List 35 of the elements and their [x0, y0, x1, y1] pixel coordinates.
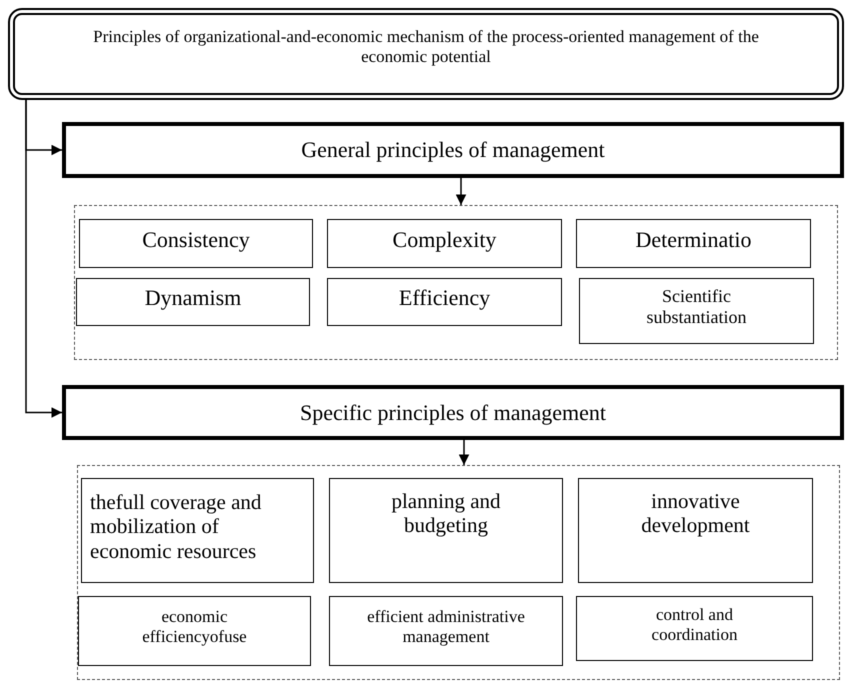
principle-box [329, 596, 563, 666]
box-text: Principles of organizational-and-economic mechanism of the process-oriented management of the economic potential [92, 27, 760, 66]
principle-text: economic efficiencyofuse [141, 607, 248, 647]
arrow [25, 100, 62, 418]
heading-text: General principles of management [301, 137, 605, 163]
principle-box [578, 478, 813, 583]
heading-box [62, 385, 844, 440]
group-box [77, 465, 840, 680]
principle-box [327, 278, 562, 326]
principle-text: innovative development [640, 489, 751, 538]
principle-text: Consistency [142, 226, 250, 252]
heading-box [62, 122, 844, 178]
principle-box [76, 278, 310, 326]
principle-box [329, 478, 563, 583]
principle-text: efficient administrative management [366, 607, 526, 647]
heading-text: Specific principles of management [300, 400, 606, 426]
group-box [74, 205, 838, 360]
principle-text: control and coordination [650, 604, 738, 644]
principle-text: Scientific substantiation [646, 286, 748, 328]
principle-box [576, 596, 813, 661]
title-box [8, 8, 844, 100]
arrow [456, 178, 466, 205]
principle-text: Dynamism [144, 285, 242, 311]
principle-text: thefull coverage and mobilization of economic resources [90, 490, 262, 563]
principle-box [79, 219, 313, 268]
principle-text: Complexity [392, 226, 496, 252]
principle-text: planning and budgeting [390, 489, 502, 538]
principle-text: Efficiency [398, 285, 490, 311]
arrow [458, 440, 470, 465]
principle-text: Determinatio [635, 226, 752, 252]
principle-box [327, 219, 562, 268]
principle-box [81, 478, 314, 583]
principle-box [576, 219, 811, 268]
principle-box [78, 596, 311, 666]
principle-box [579, 278, 814, 344]
